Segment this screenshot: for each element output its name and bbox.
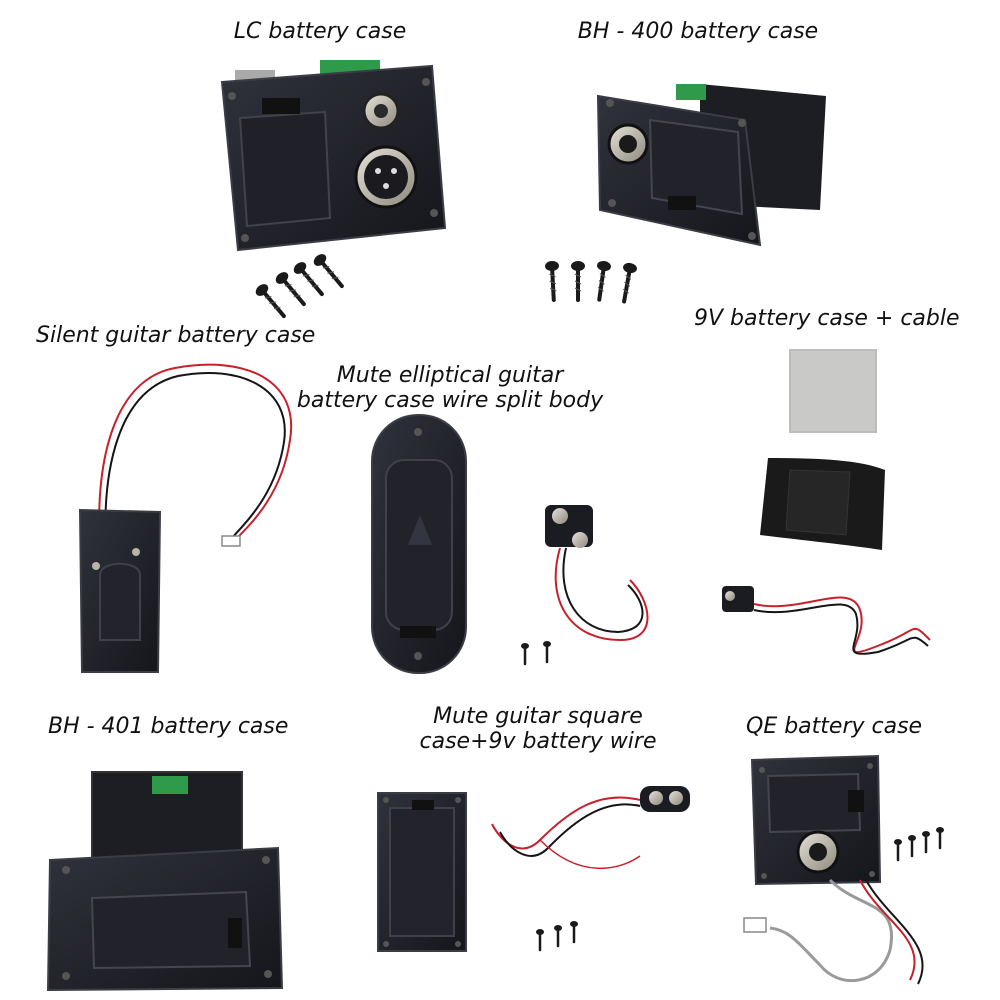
label-silent-guitar-battery-case: Silent guitar battery case <box>36 323 316 348</box>
label-bh401-battery-case: BH - 401 battery case <box>48 714 289 739</box>
label-qe-battery-case: QE battery case <box>746 714 923 739</box>
label-line: Mute elliptical guitar <box>336 363 564 388</box>
square-case-9v-wire-image <box>377 786 690 952</box>
battery-snap-wire-image <box>545 505 649 642</box>
qe-battery-case-image <box>743 754 946 985</box>
label-mute-guitar-square: Mute guitar square case+9v battery wire <box>420 704 657 754</box>
nine-v-case-cable-image <box>722 349 931 655</box>
label-mute-elliptical-guitar: Mute elliptical guitar battery case wire… <box>297 363 603 413</box>
lc-battery-case-image <box>220 60 447 323</box>
label-line: case+9v battery wire <box>419 729 657 754</box>
label-bh400-battery-case: BH - 400 battery case <box>577 19 819 44</box>
bh401-battery-case-image <box>46 771 284 992</box>
elliptical-battery-case-image <box>371 414 553 674</box>
label-9v-battery-case-cable: 9V battery case + cable <box>694 306 960 331</box>
silent-guitar-battery-case-image <box>78 363 293 673</box>
bh400-battery-case-image <box>545 84 826 305</box>
label-lc-battery-case: LC battery case <box>233 19 407 44</box>
label-line: battery case wire split body <box>296 388 604 413</box>
label-line: Mute guitar square <box>433 704 643 729</box>
